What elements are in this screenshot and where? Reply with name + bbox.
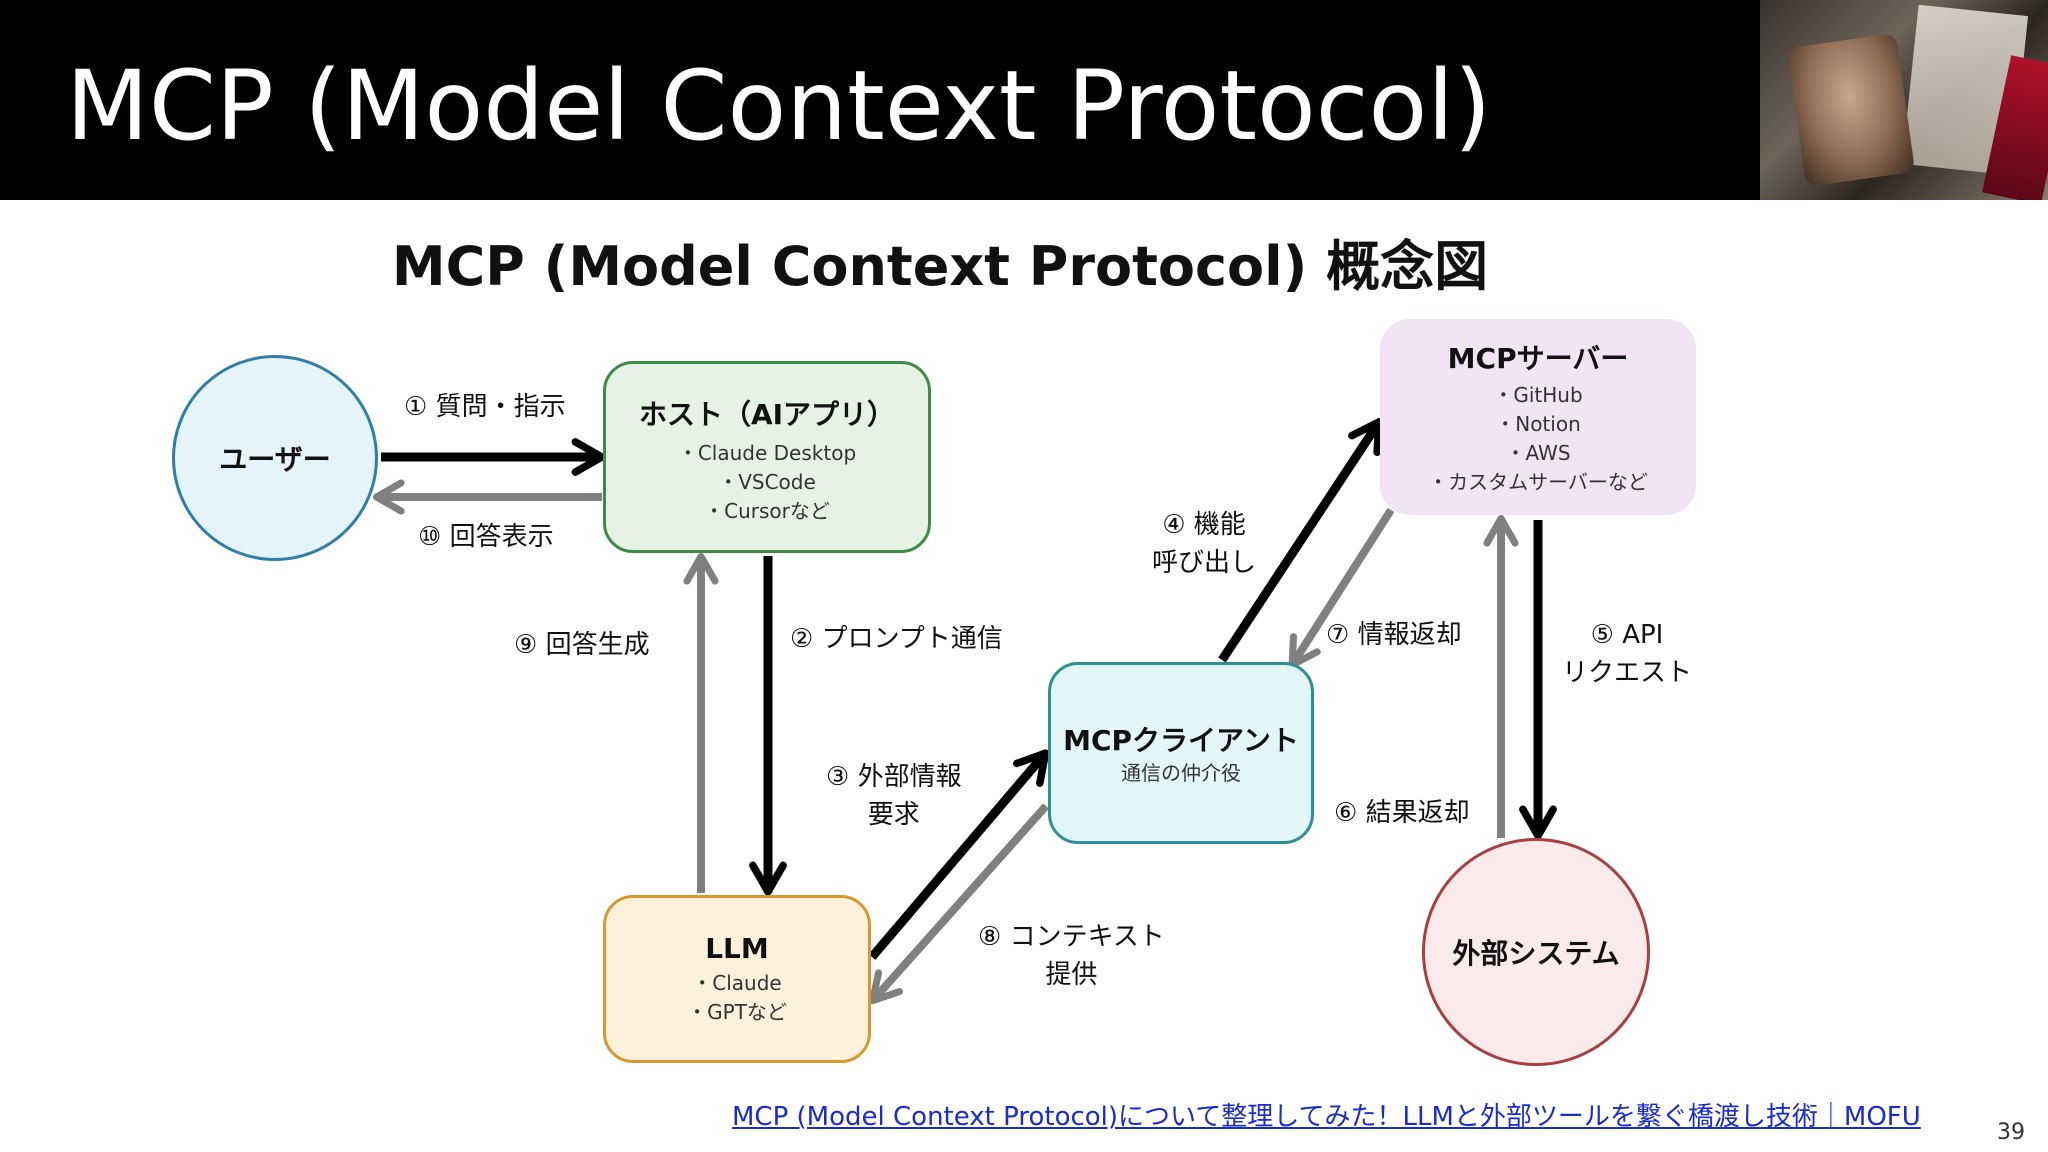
mcp-server-node-item: ・Notion (1495, 412, 1581, 436)
slide-title: MCP (Model Context Protocol) (66, 50, 1492, 162)
user-node-title: ユーザー (219, 443, 331, 476)
mcp-client-node-subtitle: 通信の仲介役 (1121, 760, 1241, 785)
source-link[interactable]: MCP (Model Context Protocol)について整理してみた！L… (732, 1102, 1921, 1132)
mcp-client-node-title: MCPクライアント (1063, 723, 1299, 757)
mcp-server-node-item: ・GitHub (1493, 383, 1583, 407)
edge-label-8: ⑧ コンテキスト 提供 (978, 922, 1165, 990)
edge-label-4: ④ 機能 呼び出し (1152, 510, 1257, 578)
host-node: ホスト（AIアプリ） ・Claude Desktop ・VSCode ・Curs… (603, 361, 931, 553)
edge-label-6: ⑥ 結果返却 (1334, 798, 1470, 828)
diagram-title: MCP (Model Context Protocol) 概念図 (391, 235, 1489, 298)
edge-label-3: ③ 外部情報 要求 (826, 762, 962, 830)
arrow-8-context (869, 803, 1049, 1005)
llm-node-title: LLM (705, 931, 769, 965)
mcp-server-node: MCPサーバー ・GitHub ・Notion ・AWS ・カスタムサーバーなど (1380, 319, 1696, 515)
host-node-item: ・Claude Desktop (677, 440, 857, 465)
llm-node-item: ・GPTなど (687, 999, 787, 1024)
edge-label-10: ⑩ 回答表示 (418, 522, 554, 552)
header-bar: MCP (Model Context Protocol) (0, 0, 2048, 200)
mcp-server-node-item: ・AWS (1505, 441, 1571, 465)
host-node-item: ・Cursorなど (704, 498, 830, 523)
speaker-photo (1760, 0, 2048, 200)
arrow-7-info-return (1288, 507, 1395, 669)
llm-node-item: ・Claude (692, 970, 782, 995)
mcp-server-node-item: ・カスタムサーバーなど (1428, 470, 1648, 494)
host-node-item: ・VSCode (718, 469, 816, 494)
edge-label-2: ② プロンプト通信 (790, 624, 1003, 654)
edge-label-5: ⑤ API リクエスト (1562, 620, 1693, 688)
mcp-server-node-title: MCPサーバー (1447, 342, 1629, 375)
llm-node: LLM ・Claude ・GPTなど (603, 895, 871, 1063)
edge-label-1: ① 質問・指示 (404, 392, 566, 422)
external-system-node-title: 外部システム (1452, 937, 1620, 970)
edge-label-9: ⑨ 回答生成 (514, 630, 650, 660)
page-number: 39 (1997, 1120, 2025, 1145)
arrow-3-external-request (868, 749, 1050, 960)
external-system-node: 外部システム (1422, 838, 1650, 1066)
edge-label-7: ⑦ 情報返却 (1326, 620, 1462, 650)
mcp-client-node: MCPクライアント 通信の仲介役 (1048, 662, 1314, 844)
user-node: ユーザー (172, 355, 378, 561)
arrow-4-function-call (1218, 418, 1383, 663)
host-node-title: ホスト（AIアプリ） (638, 397, 896, 431)
